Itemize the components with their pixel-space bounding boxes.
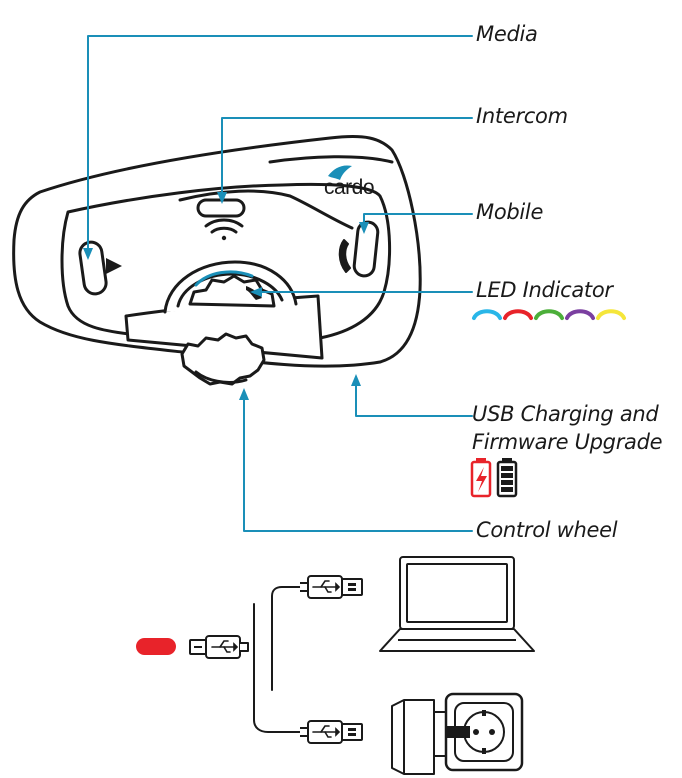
label-control-wheel: Control wheel bbox=[476, 518, 618, 542]
arrow-media bbox=[83, 248, 93, 260]
led-color-arc bbox=[472, 309, 502, 320]
label-led-indicator: LED Indicator bbox=[476, 278, 613, 302]
y-cable bbox=[253, 586, 301, 733]
leader-usb bbox=[355, 381, 473, 417]
leader-intercom bbox=[221, 117, 473, 199]
led-color-arc bbox=[534, 309, 564, 320]
label-usb-line1: USB Charging and bbox=[472, 402, 659, 426]
charge-indicator-red bbox=[136, 638, 176, 655]
wheel-led-arc bbox=[194, 270, 254, 287]
laptop-icon bbox=[379, 556, 535, 652]
wifi-icon bbox=[204, 218, 244, 241]
label-usb-line2: Firmware Upgrade bbox=[472, 430, 663, 454]
leader-arrowheads bbox=[83, 192, 369, 400]
phone-icon bbox=[338, 239, 351, 273]
led-color-arc bbox=[565, 309, 595, 320]
wheel-gear-top bbox=[188, 274, 276, 308]
battery-charging-icon bbox=[470, 458, 492, 498]
led-color-arcs bbox=[472, 309, 626, 320]
device-inner-contour bbox=[178, 189, 354, 230]
wall-adapter-icon bbox=[391, 699, 447, 775]
arrow-control-wheel bbox=[239, 388, 249, 400]
label-intercom: Intercom bbox=[476, 104, 568, 128]
mobile-button[interactable] bbox=[352, 220, 380, 278]
label-media: Media bbox=[476, 22, 538, 46]
usb-icon bbox=[312, 725, 341, 738]
led-color-arc bbox=[503, 309, 533, 320]
device-top-ridge bbox=[268, 155, 394, 164]
intercom-button[interactable] bbox=[196, 198, 246, 218]
leader-media bbox=[87, 35, 473, 253]
battery-full-icon bbox=[496, 458, 518, 498]
usb-icon bbox=[211, 640, 239, 653]
led-color-arc bbox=[596, 309, 626, 320]
micro-usb-plug bbox=[189, 635, 249, 659]
play-icon bbox=[106, 258, 122, 274]
control-wheel-bottom bbox=[194, 370, 248, 384]
arrow-intercom bbox=[217, 192, 227, 204]
usb-icon bbox=[312, 580, 341, 593]
leader-lines bbox=[87, 35, 473, 532]
cardo-logo-icon bbox=[328, 165, 352, 180]
label-mobile: Mobile bbox=[476, 200, 544, 224]
cardo-device bbox=[12, 135, 422, 386]
arrow-mobile bbox=[359, 222, 369, 234]
control-wheel[interactable] bbox=[180, 332, 266, 386]
wheel-housing-inner bbox=[176, 272, 284, 308]
cardo-logo-text: cardo bbox=[324, 176, 375, 199]
arrow-usb bbox=[351, 374, 361, 386]
arrow-led bbox=[250, 287, 262, 297]
leader-control-wheel bbox=[243, 395, 473, 532]
device-decorations bbox=[106, 165, 352, 287]
adapter-plug-bar bbox=[446, 726, 470, 738]
